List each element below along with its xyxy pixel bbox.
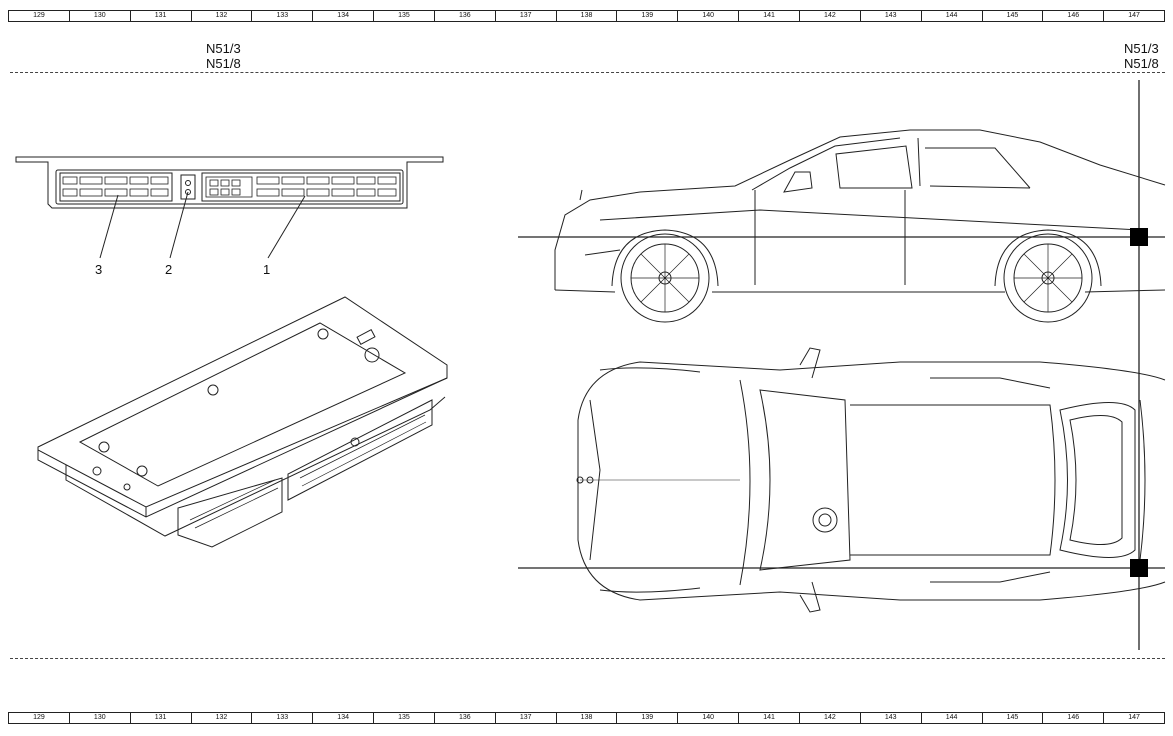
component-label-right-line1: N51/3: [1124, 41, 1159, 56]
connector-1-icon: [201, 172, 401, 202]
control-unit-isometric-view-icon: [37, 296, 448, 548]
ruler-column-140: 140: [678, 713, 740, 723]
leader-line-2: [169, 191, 189, 259]
ruler-column-141: 141: [739, 11, 800, 21]
location-marker-top-icon: [1130, 559, 1148, 577]
ruler-column-137: 137: [496, 11, 557, 21]
ruler-column-145: 145: [983, 713, 1044, 723]
ruler-column-146: 146: [1043, 11, 1105, 21]
ruler-column-146: 146: [1043, 713, 1105, 723]
ruler-column-130: 130: [70, 11, 131, 21]
ruler-column-147: 147: [1128, 12, 1140, 19]
ruler-column-138: 138: [557, 11, 618, 21]
ruler-column-141: 141: [739, 713, 800, 723]
ruler-column-132: 132: [192, 713, 253, 723]
callout-1: 1: [263, 262, 271, 277]
ruler-column-131: 131: [131, 11, 192, 21]
ruler-column-131: 131: [131, 713, 192, 723]
location-marker-side-icon: [1130, 228, 1148, 246]
ruler-column-147: 147: [1128, 714, 1140, 721]
ruler-column-136: 136: [435, 11, 496, 21]
ruler-column-142: 142: [800, 11, 861, 21]
callout-3: 3: [95, 262, 103, 277]
connector-3-icon: [59, 172, 173, 202]
ruler-column-143: 143: [861, 11, 922, 21]
ruler-column-144: 144: [922, 713, 983, 723]
component-label-right-line2: N51/8: [1124, 56, 1159, 71]
top-dashed-divider: [10, 72, 1165, 73]
ruler-column-143: 143: [861, 713, 922, 723]
ruler-column-135: 135: [374, 11, 435, 21]
ruler-column-145: 145: [983, 11, 1044, 21]
component-label-right: N51/3 N51/8: [1124, 41, 1159, 71]
ruler-column-129: 129: [9, 713, 70, 723]
component-label-left-line1: N51/3: [206, 41, 241, 56]
component-label-left: N51/3 N51/8: [206, 41, 241, 71]
connector-2-icon: [180, 174, 196, 200]
ruler-column-142: 142: [800, 713, 861, 723]
ruler-column-133: 133: [252, 713, 314, 723]
ruler-column-139: 139: [617, 713, 679, 723]
ruler-column-133: 133: [252, 11, 314, 21]
leader-line-1: [267, 195, 306, 259]
ruler-column-144: 144: [922, 11, 983, 21]
ruler-column-132: 132: [192, 11, 253, 21]
ruler-column-135: 135: [374, 713, 435, 723]
ruler-column-130: 130: [70, 713, 131, 723]
leader-line-3: [99, 194, 119, 259]
ruler-column-136: 136: [435, 713, 496, 723]
ruler-column-134: 134: [313, 713, 375, 723]
ruler-column-137: 137: [496, 713, 557, 723]
vehicle-top-view-icon: [576, 347, 1166, 613]
ruler-column-134: 134: [313, 11, 375, 21]
control-unit-connector-view-icon: [15, 156, 444, 259]
ruler-column-140: 140: [678, 11, 740, 21]
vehicle-side-view-icon: [554, 129, 1166, 323]
bottom-dashed-divider: [10, 658, 1165, 659]
ruler-column-138: 138: [557, 713, 618, 723]
ruler-column-139: 139: [617, 11, 679, 21]
ruler-column-129: 129: [9, 11, 70, 21]
callout-2: 2: [165, 262, 173, 277]
component-label-left-line2: N51/8: [206, 56, 241, 71]
